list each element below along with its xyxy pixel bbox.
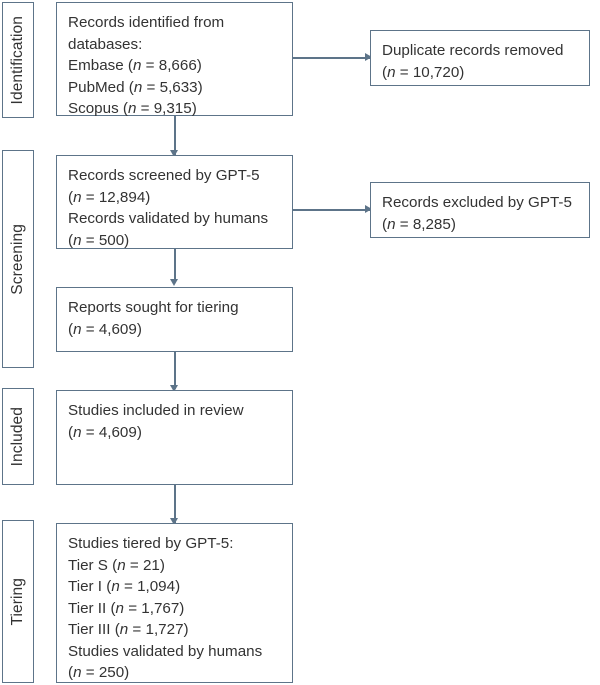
box-studies-included: Studies included in review (n = 4,609) — [56, 390, 293, 485]
box-text-line: Records screened by GPT-5 — [68, 167, 260, 184]
box-text-line: Tier S (n = 21) — [68, 556, 165, 574]
arrowhead-included-to-tiered — [170, 518, 179, 525]
stage-label-included-text: Included — [9, 406, 26, 467]
connector-screened-to-excluded — [293, 209, 371, 211]
box-records-excluded: Records excluded by GPT-5 (n = 8,285) — [370, 182, 590, 238]
arrowhead-identified-to-screened — [170, 150, 179, 157]
box-records-identified: Records identified from databases: Embase … — [56, 2, 293, 117]
box-text-line: (n = 4,609) — [68, 423, 142, 441]
box-records-screened: Records screened by GPT-5 (n = 12,894) Rec… — [56, 155, 293, 249]
box-text-line: Tier III (n = 1,727) — [68, 621, 189, 638]
connector-screened-to-sought — [174, 249, 176, 282]
box-studies-tiered: Studies tiered by GPT-5: Tier S (n = 21) T… — [56, 523, 293, 683]
connector-sought-to-included — [174, 352, 176, 389]
box-text-line: Reports sought for tiering — [68, 299, 239, 316]
box-text-line: (n = 12,894) — [68, 188, 151, 206]
box-text-line: Studies included in review — [68, 402, 244, 419]
arrowhead-screened-to-excluded — [365, 205, 372, 214]
stage-label-tiering-text: Tiering — [9, 577, 26, 626]
arrowhead-screened-to-sought — [170, 279, 179, 286]
box-text-line: Duplicate records removed — [382, 42, 564, 59]
box-text-line: Tier II (n = 1,767) — [68, 599, 185, 617]
box-text-line: (n = 250) — [68, 664, 130, 681]
box-text-line: Embase (n = 8,666) — [68, 57, 202, 74]
box-text-line: (n = 10,720) — [382, 63, 465, 81]
box-text-line: (n = 8,285) — [382, 215, 456, 233]
stage-label-identification-text: Identification — [9, 15, 26, 105]
stage-label-included: Included — [2, 388, 34, 485]
box-text-line: databases: — [68, 35, 143, 53]
box-reports-sought: Reports sought for tiering (n = 4,609) — [56, 287, 293, 352]
box-text-line: Studies validated by humans — [68, 642, 263, 660]
box-text-line: Studies tiered by GPT-5: — [68, 535, 234, 552]
box-text-line: (n = 4,609) — [68, 320, 142, 338]
connector-identified-to-duplicates — [293, 57, 371, 59]
box-text-line: Tier I (n = 1,094) — [68, 578, 181, 595]
box-text-line: Records identified from — [68, 14, 225, 31]
stage-label-screening: Screening — [2, 150, 34, 368]
stage-label-screening-text: Screening — [9, 223, 26, 295]
box-duplicate-records-removed: Duplicate records removed (n = 10,720) — [370, 30, 590, 86]
arrowhead-identified-to-duplicates — [365, 53, 372, 62]
connector-included-to-tiered — [174, 485, 176, 523]
arrowhead-sought-to-included — [170, 385, 179, 392]
connector-identified-to-screened — [174, 115, 176, 155]
box-text-line: Scopus (n = 9,315) — [68, 100, 197, 117]
box-text-line: Records validated by humans — [68, 210, 269, 227]
stage-label-tiering: Tiering — [2, 520, 34, 683]
box-text-line: Records excluded by GPT-5 — [382, 194, 572, 211]
box-text-line: PubMed (n = 5,633) — [68, 78, 203, 96]
stage-label-identification: Identification — [2, 2, 34, 118]
box-text-line: (n = 500) — [68, 231, 130, 249]
